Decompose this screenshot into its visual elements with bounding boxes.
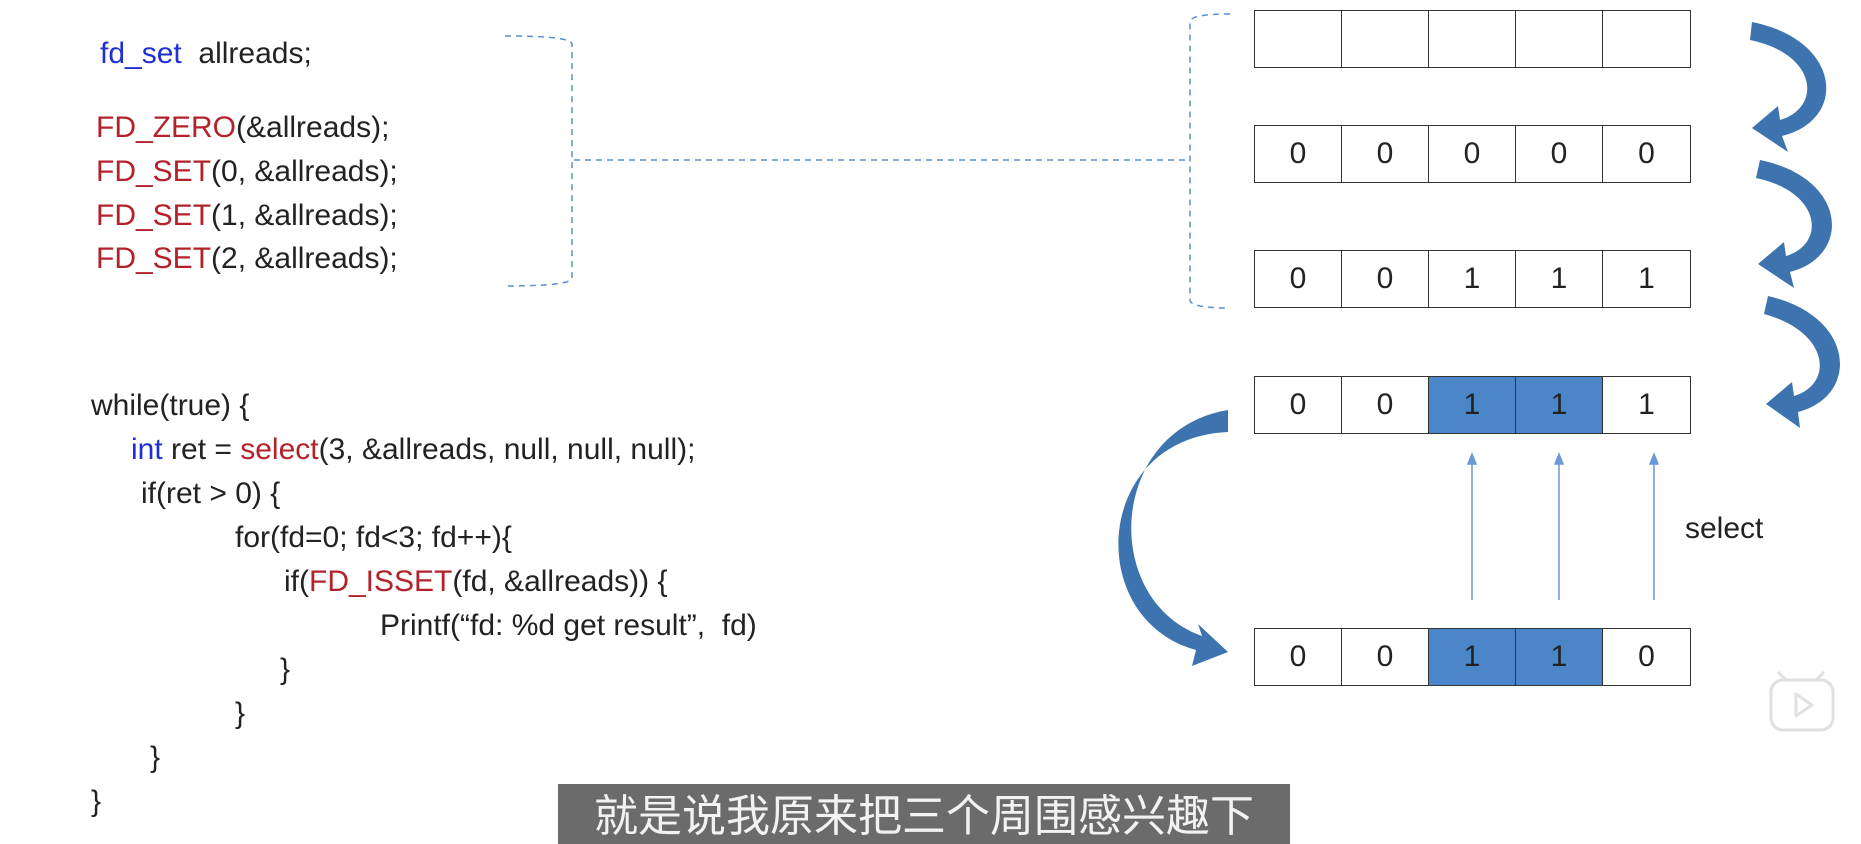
bit-cell [1603, 11, 1690, 67]
bit-cell: 0 [1255, 126, 1342, 182]
type-keyword: int [131, 433, 163, 466]
curved-arrow-right-2 [1756, 160, 1832, 288]
bit-cell: 0 [1603, 126, 1690, 182]
macro-name: FD_ZERO [96, 111, 237, 144]
macro-args: (2, &allreads); [211, 242, 398, 275]
bit-cell-highlighted: 1 [1429, 377, 1516, 433]
bit-cell: 1 [1516, 251, 1603, 307]
curved-arrow-right-1 [1750, 22, 1827, 152]
bit-cell: 0 [1342, 251, 1429, 307]
code-text: ret = [162, 433, 241, 466]
bit-cell: 0 [1255, 629, 1342, 685]
macro-args: (&allreads); [236, 111, 390, 144]
type-keyword: fd_set [100, 37, 182, 70]
bit-cell: 1 [1603, 377, 1690, 433]
bit-cell: 1 [1429, 251, 1516, 307]
select-up-arrows [1466, 451, 1660, 600]
diagram-connectors [504, 13, 1840, 666]
macro-name: FD_SET [96, 242, 212, 275]
bit-cell: 1 [1603, 251, 1690, 307]
bit-cell: 0 [1255, 251, 1342, 307]
video-subtitle: 就是说我原来把三个周围感兴趣下 [558, 784, 1290, 844]
fd-set-declaration: fd_set allreads; [100, 36, 312, 72]
if-isset-line: if(FD_ISSET(fd, &allreads)) { [284, 564, 667, 600]
code-text: (fd, &allreads)) { [452, 565, 668, 598]
select-label: select [1685, 512, 1764, 545]
bit-cell: 0 [1429, 126, 1516, 182]
fd-set-line: FD_SET(0, &allreads); [96, 154, 398, 190]
bitmap-row-passed-to-select: 0 0 1 1 1 [1254, 376, 1691, 434]
fd-set-line: FD_SET(2, &allreads); [96, 241, 398, 277]
bit-cell-highlighted: 1 [1516, 377, 1603, 433]
bit-cell [1516, 11, 1603, 67]
bit-cell [1342, 11, 1429, 67]
bitmap-row-set: 0 0 1 1 1 [1254, 250, 1691, 308]
code-text: (3, &allreads, null, null, null); [318, 433, 696, 466]
printf-line: Printf(“fd: %d get result”, fd) [380, 609, 757, 642]
bit-cell: 0 [1342, 126, 1429, 182]
function-name: select [240, 433, 319, 466]
bit-cell: 0 [1516, 126, 1603, 182]
select-call-line: int ret = select(3, &allreads, null, nul… [131, 432, 695, 468]
bit-cell [1429, 11, 1516, 67]
bit-cell: 0 [1342, 629, 1429, 685]
fd-set-line: FD_SET(1, &allreads); [96, 198, 398, 234]
fd-zero-line: FD_ZERO(&allreads); [96, 110, 389, 146]
bit-cell-highlighted: 1 [1516, 629, 1603, 685]
curved-arrow-right-3 [1764, 296, 1840, 428]
declaration-text: allreads; [181, 37, 312, 70]
bitmap-row-uninit [1254, 10, 1691, 68]
bitmap-row-zeroed: 0 0 0 0 0 [1254, 125, 1691, 183]
bit-cell: 0 [1603, 629, 1690, 685]
for-line: for(fd=0; fd<3; fd++){ [235, 521, 512, 554]
tv-logo-icon [1769, 670, 1835, 732]
bit-cell: 0 [1342, 377, 1429, 433]
closing-brace: } [280, 653, 291, 686]
code-bracket [504, 35, 573, 287]
if-line: if(ret > 0) { [141, 477, 281, 510]
macro-name: FD_SET [96, 199, 212, 232]
closing-brace: } [91, 785, 102, 818]
macro-args: (0, &allreads); [211, 155, 398, 188]
macro-name: FD_ISSET [309, 565, 453, 598]
macro-args: (1, &allreads); [211, 199, 398, 232]
closing-brace: } [150, 741, 161, 774]
bitmap-bracket [1189, 13, 1231, 309]
bit-cell [1255, 11, 1342, 67]
while-line: while(true) { [91, 389, 250, 422]
bit-cell-highlighted: 1 [1429, 629, 1516, 685]
bitmap-row-select-result: 0 0 1 1 0 [1254, 628, 1691, 686]
closing-brace: } [235, 697, 246, 730]
bit-cell: 0 [1255, 377, 1342, 433]
macro-name: FD_SET [96, 155, 212, 188]
curved-arrow-left [1118, 410, 1228, 666]
code-text: if( [284, 565, 309, 598]
